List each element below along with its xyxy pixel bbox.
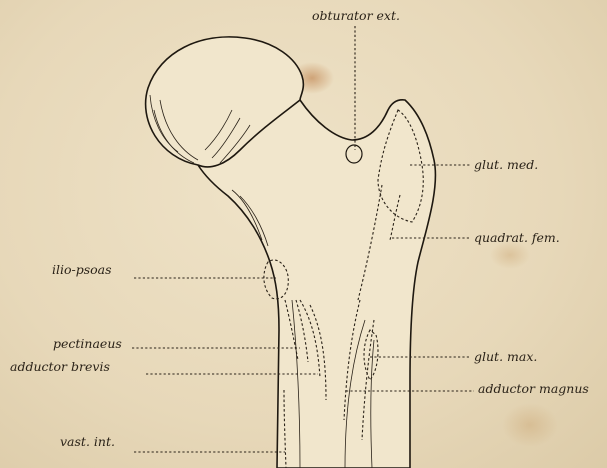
- label-quadrat-fem: quadrat. fem.: [474, 230, 560, 245]
- label-vast-int: vast. int.: [60, 434, 115, 449]
- foxing-stain: [490, 241, 530, 269]
- label-glut-med: glut. med.: [474, 157, 538, 172]
- foxing-stain: [502, 403, 558, 447]
- label-obturator-ext: obturator ext.: [312, 8, 400, 23]
- label-adductor-magnus: adductor magnus: [478, 381, 589, 396]
- label-pectinaeus: pectinaeus: [53, 336, 122, 351]
- label-glut-max: glut. max.: [474, 349, 537, 364]
- label-adductor-brevis: adductor brevis: [10, 359, 110, 374]
- femur-bone: [146, 37, 436, 468]
- label-ilio-psoas: ilio-psoas: [52, 262, 112, 277]
